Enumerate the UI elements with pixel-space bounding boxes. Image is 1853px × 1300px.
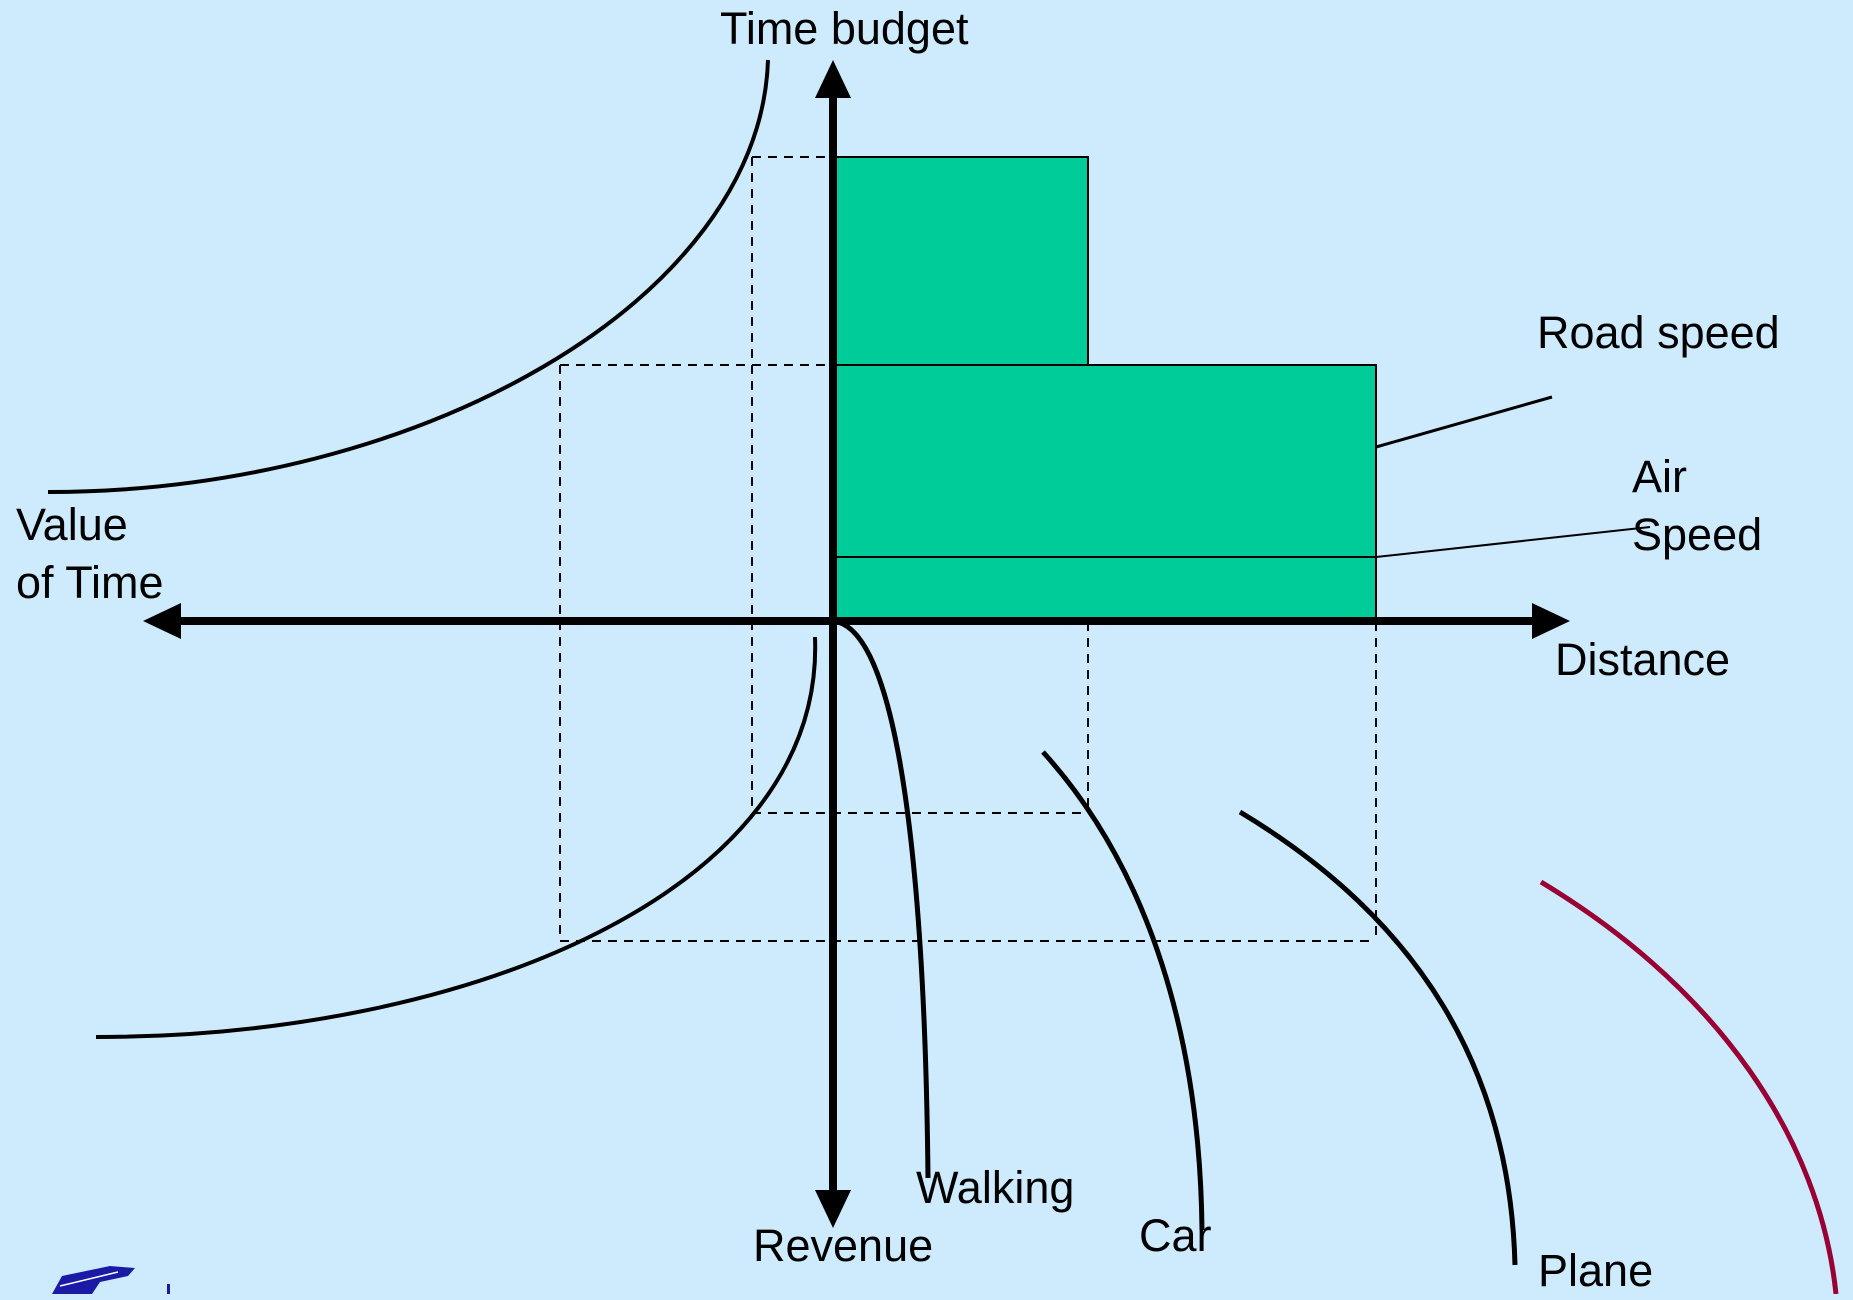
distance-label: Distance: [1555, 634, 1731, 685]
dashed-guides: [559, 156, 1377, 942]
road-speed-leader: [1375, 395, 1553, 449]
distance-arrow-icon: [1532, 603, 1570, 639]
plane-label: Plane: [1538, 1245, 1654, 1296]
revenue-label: Revenue: [753, 1220, 934, 1271]
value-of-time-label: Value of Time: [16, 499, 164, 608]
value-of-time-curve: [47, 59, 770, 494]
time-budget-label: Time budget: [720, 3, 969, 54]
road-speed-upper-block: [832, 156, 1089, 366]
walking-curve: [837, 619, 931, 1179]
logo-mark-icon: [52, 1266, 170, 1294]
value-of-time-arrow-icon: [143, 603, 181, 639]
air-speed-leader: [1375, 526, 1651, 558]
car-label: Car: [1139, 1210, 1212, 1261]
revenue-arrow-icon: [815, 1190, 851, 1228]
plane-curve: [1238, 809, 1518, 1266]
walking-label: Walking: [916, 1162, 1075, 1213]
car-curve: [1041, 750, 1205, 1231]
air-speed-label: Air Speed: [1632, 451, 1763, 560]
plane-accent-curve: [1539, 879, 1839, 1294]
time-budget-arrow-icon: [815, 60, 851, 98]
distance-time-block: [832, 364, 1377, 623]
road-speed-label: Road speed: [1537, 307, 1780, 358]
revenue-curve: [95, 636, 818, 1039]
